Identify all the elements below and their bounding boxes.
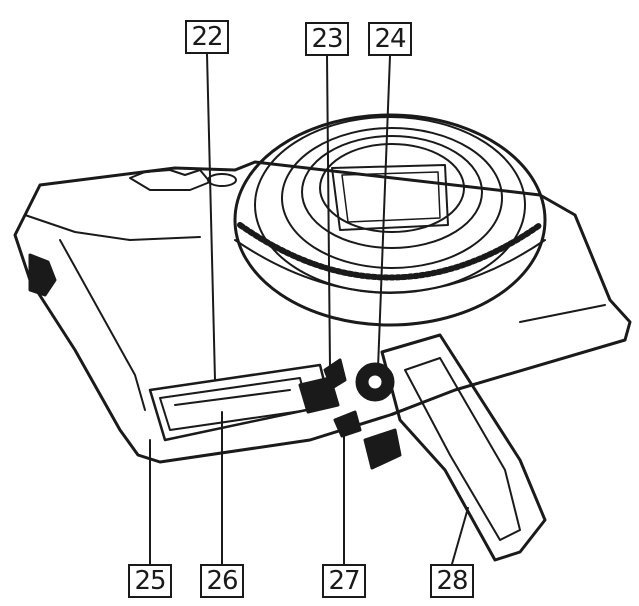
- leader-lines: [149, 53, 469, 565]
- strap-lug: [28, 253, 57, 297]
- leader-24: [377, 55, 391, 369]
- lock-lever: [333, 410, 362, 438]
- lens-shutter-inner: [341, 171, 441, 223]
- top-dial: [207, 173, 237, 187]
- callout-28: 28: [430, 564, 474, 598]
- callout-24: 24: [368, 22, 412, 56]
- lens-ring-3: [281, 127, 503, 269]
- callout-27: 27: [322, 564, 366, 598]
- leader-23: [326, 55, 331, 369]
- callout-22: 22: [185, 20, 229, 54]
- callout-23: 23: [305, 22, 349, 56]
- callout-26: 26: [200, 564, 244, 598]
- body-panel-line: [24, 214, 201, 241]
- leader-28: [451, 507, 469, 565]
- lens-shutter: [331, 164, 449, 231]
- body-front-line: [519, 304, 606, 323]
- leader-22: [206, 53, 216, 381]
- lens-ring-4: [301, 135, 483, 249]
- lens-base: [234, 239, 546, 294]
- battery-door-outline: [380, 333, 547, 562]
- tripod-socket-inner: [365, 372, 385, 392]
- battery-door: [363, 333, 547, 562]
- battery-door-inner: [404, 357, 521, 541]
- camera-body: [13, 160, 632, 464]
- memory-card-slot: [298, 376, 340, 414]
- door-latch: [363, 428, 402, 470]
- lens-assembly: [233, 113, 547, 327]
- lens-knurl: [237, 222, 543, 281]
- battery-contact: [174, 389, 291, 406]
- top-control: [129, 169, 211, 191]
- lens-outer-ring: [233, 113, 547, 327]
- battery-compartment: [148, 363, 340, 442]
- lens-ring-5: [319, 143, 465, 233]
- door-hinge: [391, 389, 456, 416]
- body-edge-line: [59, 239, 146, 411]
- callout-25: 25: [128, 564, 172, 598]
